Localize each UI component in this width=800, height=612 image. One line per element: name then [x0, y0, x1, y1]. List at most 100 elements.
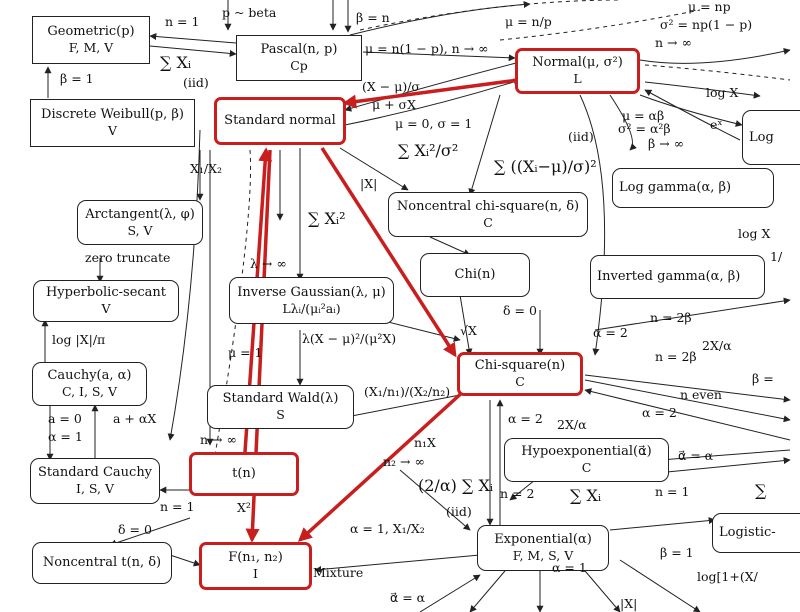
edge-label: β =	[752, 371, 774, 386]
edge-right-chisq	[584, 388, 791, 441]
edge-exp-bottom-4	[619, 559, 701, 612]
edge-label: ∑ Xᵢ	[160, 53, 192, 72]
edge-label: p ~ beta	[222, 5, 277, 20]
node-noncentral-t[interactable]: Noncentral t(n, δ)	[32, 542, 172, 584]
node-standard-normal-name: Standard normal	[224, 113, 336, 128]
edge-label: μ = n(1 − p), n → ∞	[365, 41, 489, 56]
edge-normal-log	[639, 94, 743, 127]
node-loggamma-name: Log gamma(α, β)	[619, 180, 732, 195]
edge-label: n → ∞	[655, 35, 692, 50]
edge-t-noncentral-t	[109, 517, 191, 547]
red-edge-normal-stdnormal	[342, 78, 519, 109]
edge-normal-right-1	[639, 47, 791, 64]
node-inverse-gaussian-name: Inverse Gaussian(λ, μ)	[237, 284, 386, 300]
node-exponential[interactable]: Exponential(α) F, M, S, V	[477, 525, 609, 571]
edge-nc-chi	[429, 236, 471, 256]
edge-label: 2X/α	[702, 338, 732, 353]
edge-ig-chisq	[379, 319, 461, 342]
edge-normal-chisq	[579, 94, 606, 356]
node-log[interactable]: Log	[742, 110, 800, 165]
edge-normal-noncentral	[468, 94, 501, 196]
node-exponential-props: F, M, S, V	[512, 548, 574, 563]
node-standard-cauchy[interactable]: Standard Cauchy I, S, V	[30, 458, 160, 504]
edge-pascal-normal	[362, 51, 516, 62]
edge-label: ∑ ((Xᵢ−μ)/σ)²	[494, 157, 597, 176]
edge-label: μ = n/p	[505, 14, 552, 29]
node-hypoexponential[interactable]: Hypoexponential(α⃗) C	[504, 438, 669, 482]
node-standard-cauchy-name: Standard Cauchy	[37, 465, 153, 480]
node-chi-square[interactable]: Chi-square(n) C	[457, 352, 583, 396]
edge-label: X₁/X₂	[190, 161, 223, 176]
node-cauchy[interactable]: Cauchy(a, α) C, I, S, V	[32, 362, 147, 406]
node-weibull[interactable]: Discrete Weibull(p, β) V	[30, 99, 195, 147]
edge-label: δ = 0	[503, 303, 537, 318]
node-inverted-gamma[interactable]: Inverted gamma(α, β)	[590, 255, 765, 299]
node-logistic[interactable]: Logistic-	[712, 513, 800, 553]
node-noncentral-chisq[interactable]: Noncentral chi-square(n, δ) C	[388, 192, 588, 237]
edge-label: n = 2β	[655, 349, 697, 364]
edge-label: α = 2	[642, 405, 677, 420]
edge-label: n even	[680, 387, 722, 402]
edge-label: ∑ Xᵢ²/σ²	[398, 141, 459, 160]
node-arctangent[interactable]: Arctangent(λ, φ) S, V	[77, 200, 203, 245]
edge-label: n = 1	[165, 14, 200, 29]
node-standard-normal[interactable]: Standard normal	[214, 97, 346, 145]
edge-dashed-3	[644, 64, 791, 81]
node-normal-name: Normal(μ, σ²)	[532, 55, 623, 70]
edge-label: μ + σX	[372, 97, 416, 112]
node-f-props: I	[253, 566, 258, 581]
node-hyperbolic-secant[interactable]: Hyperbolic-secant V	[33, 280, 179, 322]
edge-chisq-invgamma	[594, 297, 791, 331]
node-loggamma[interactable]: Log gamma(α, β)	[612, 168, 774, 208]
edge-log-normal	[644, 89, 741, 141]
node-t[interactable]: t(n)	[189, 452, 299, 496]
node-standard-cauchy-props: I, S, V	[76, 481, 114, 496]
edge-label: α = 2	[508, 411, 543, 426]
edge-normal-r2	[609, 94, 637, 151]
node-standard-wald[interactable]: Standard Wald(λ) S	[207, 385, 354, 429]
edge-label: (X − μ)/σ	[362, 79, 420, 94]
edge-label: a = 0	[48, 411, 82, 426]
edge-pascal-geometric	[149, 33, 237, 44]
edge-label: σ² = α²β	[618, 121, 671, 136]
node-inverse-gaussian[interactable]: Inverse Gaussian(λ, μ) Lλᵢ/(μᵢ²aᵢ)	[229, 277, 394, 324]
edge-label: μ = αβ	[622, 108, 665, 123]
edge-normal-logx	[644, 81, 761, 99]
red-edge-stdnormal-chisq	[320, 147, 457, 358]
node-pascal-name: Pascal(n, p)	[260, 42, 338, 57]
node-normal[interactable]: Normal(μ, σ²) L	[515, 48, 640, 94]
edge-stdnormal-normal	[339, 78, 521, 127]
node-cauchy-name: Cauchy(a, α)	[47, 368, 132, 383]
edge-exp-bottom-3	[579, 564, 621, 612]
edge-normal-stdnormal-b	[344, 61, 521, 112]
edge-label: (X₁/n₁)/(X₂/n₂)	[364, 384, 451, 399]
node-cauchy-props: C, I, S, V	[61, 384, 118, 399]
node-exponential-name: Exponential(α)	[494, 532, 592, 547]
node-chi[interactable]: Chi(n)	[420, 253, 530, 297]
node-f[interactable]: F(n₁, n₂) I	[199, 542, 312, 590]
node-pascal[interactable]: Pascal(n, p) Cp	[236, 35, 362, 81]
edge-label: μ = 0, σ = 1	[395, 116, 473, 131]
node-arctangent-name: Arctangent(λ, φ)	[85, 206, 195, 222]
edge-label: ∑ Xᵢ²	[308, 209, 346, 228]
edge-label: α = 2	[593, 325, 628, 340]
node-geometric[interactable]: Geometric(p) F, M, V	[32, 16, 150, 64]
edge-label: α⃗ = α	[678, 448, 714, 463]
edge-label: α⃗ = α	[390, 590, 426, 605]
edge-label: √X	[460, 323, 477, 338]
node-arctangent-props: S, V	[127, 222, 153, 238]
edge-label: |X|	[360, 176, 378, 191]
node-log-name: Log	[749, 129, 774, 145]
edge-label: α = 1	[552, 560, 587, 575]
edge-label: n = 1	[160, 499, 195, 514]
edge-label: δ = 0	[118, 522, 152, 537]
edge-label: α = 1, X₁/X₂	[350, 521, 425, 536]
edge-label: 1/	[770, 249, 783, 264]
edge-label: eˣ	[710, 117, 723, 132]
node-hyperbolic-secant-name: Hyperbolic-secant	[45, 285, 167, 300]
edge-bottom-exp	[419, 574, 481, 612]
edge-sn-noncentral	[339, 147, 409, 191]
edge-label: n → ∞	[200, 432, 237, 447]
node-logistic-name: Logistic-	[719, 525, 776, 540]
node-geometric-props: F, M, V	[68, 40, 114, 55]
